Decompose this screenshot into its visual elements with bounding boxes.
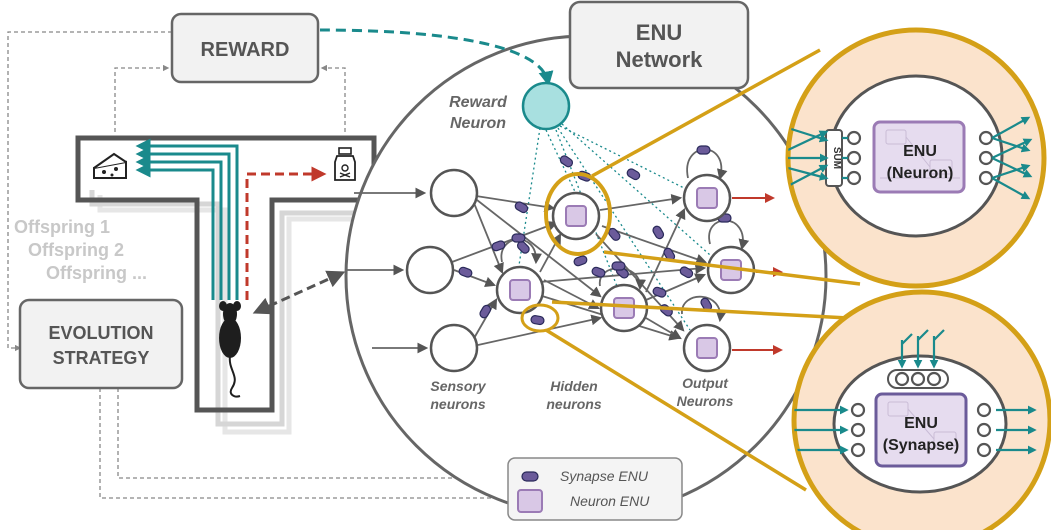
reward-neuron-label-line2: Neuron <box>450 115 506 132</box>
sum-label: SUM <box>831 147 842 169</box>
evolution-label-line2: STRATEGY <box>53 348 150 368</box>
zoom-synapse-enu: ENU (Synapse) <box>791 289 1051 530</box>
mouse-path-to-poison <box>245 166 327 300</box>
sensory-neuron <box>429 168 479 218</box>
synapse-enu <box>652 286 667 298</box>
reward-box: REWARD <box>170 12 320 84</box>
enu-network-label-box: ENU Network <box>568 0 750 90</box>
hidden-neuron-1 <box>551 191 601 241</box>
sensory-neuron <box>429 323 479 373</box>
output-neuron-3 <box>682 323 732 373</box>
evolution-strategy-box: EVOLUTION STRATEGY <box>18 298 184 390</box>
hidden-neuron-2 <box>495 265 545 315</box>
hidden-neuron-3 <box>599 283 649 333</box>
synapse-enu <box>491 240 506 252</box>
zoom-neuron-subtitle: (Neuron) <box>887 165 954 182</box>
neuron-enu-swatch <box>517 489 543 513</box>
synapse-enu <box>530 315 545 326</box>
hidden-label-2: neurons <box>546 396 601 412</box>
poison-bottle-icon <box>334 147 356 181</box>
mouse-paths-to-cheese <box>135 138 239 300</box>
synapse-enu <box>611 261 626 271</box>
zoom-neuron-title: ENU <box>903 143 937 160</box>
synapse-enu <box>458 266 473 278</box>
synapse-enu <box>626 168 641 181</box>
hidden-label-1: Hidden <box>550 378 597 394</box>
mouse-icon <box>219 301 241 398</box>
layer-labels: Sensory neurons Hidden neurons Output Ne… <box>430 375 733 412</box>
zoom-neuron-enu: ENU (Neuron) SUM <box>785 27 1047 289</box>
t-maze-offspring-shadows <box>89 190 383 435</box>
synapse-enu <box>696 145 711 155</box>
output-neuron-1 <box>682 173 732 223</box>
legend: Synapse ENU Neuron ENU <box>507 457 683 521</box>
offspring-2: Offspring 2 <box>28 240 124 260</box>
zoom-synapse-subtitle: (Synapse) <box>883 437 959 454</box>
sensory-label-1: Sensory <box>430 378 486 394</box>
legend-synapse: Synapse ENU <box>560 468 649 484</box>
reward-neuron-label-line1: Reward <box>449 94 508 111</box>
output-label-1: Output <box>682 375 729 391</box>
sensory-neurons <box>405 168 479 373</box>
synapse-enu <box>652 225 665 240</box>
offspring-1: Offspring 1 <box>14 217 110 237</box>
synapse-enu <box>479 304 492 319</box>
enu-network-line1: ENU <box>636 20 682 45</box>
synapse-enu-swatch <box>521 471 539 482</box>
evolution-label-line1: EVOLUTION <box>48 323 153 343</box>
evolution-feedback-lines <box>7 31 514 502</box>
synapse-enu <box>511 233 526 243</box>
offspring-n: Offspring ... <box>46 263 147 283</box>
synapse-enu <box>514 201 529 214</box>
legend-neuron: Neuron ENU <box>570 493 650 509</box>
zoom-connectors <box>520 48 861 492</box>
zoom-synapse-title: ENU <box>904 415 938 432</box>
reward-label: REWARD <box>201 39 290 61</box>
synapse-enu <box>516 240 530 254</box>
offspring-labels: Offspring 1 Offspring 2 Offspring ... <box>14 217 147 283</box>
sensory-neuron <box>405 245 455 295</box>
synapse-enu <box>679 266 694 279</box>
agent-network-link <box>252 270 346 315</box>
synapse-enu <box>559 155 574 168</box>
synapse-enu <box>608 227 621 241</box>
synapse-enu <box>591 266 606 278</box>
synapse-enu <box>573 255 588 267</box>
cheese-icon <box>93 152 127 179</box>
enu-network-line2: Network <box>616 47 704 72</box>
t-maze <box>75 135 377 413</box>
reward-signal-arrow <box>319 28 554 87</box>
output-label-2: Neurons <box>677 393 734 409</box>
reward-neuron <box>521 81 571 131</box>
sensory-label-2: neurons <box>430 396 485 412</box>
